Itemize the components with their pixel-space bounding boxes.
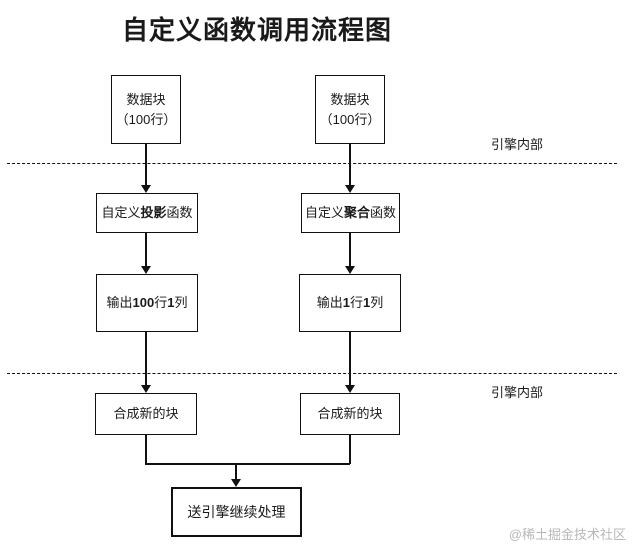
node-output-right: 输出1行1列	[299, 274, 401, 332]
merge-connector-right	[349, 435, 351, 464]
node-merge-block-right: 合成新的块	[300, 393, 400, 435]
node-label: 送引擎继续处理	[187, 504, 286, 520]
node-final-processing: 送引擎继续处理	[171, 487, 302, 537]
engine-boundary-divider-top	[7, 163, 617, 164]
connector-right-2	[349, 233, 351, 268]
merge-connector-horizontal	[145, 463, 350, 465]
arrowhead-down-icon	[345, 385, 355, 393]
arrowhead-down-icon	[141, 185, 151, 193]
node-label: 自定义聚合函数	[304, 205, 397, 220]
node-projection-function: 自定义投影函数	[96, 193, 198, 233]
connector-right-1	[349, 144, 351, 187]
node-label: 合成新的块	[113, 406, 179, 421]
node-label-line2: （100行）	[115, 111, 177, 127]
watermark: @稀土掘金技术社区	[508, 527, 626, 542]
node-label: 输出1行1列	[316, 295, 384, 310]
connector-right-3	[349, 332, 351, 387]
zone-label-engine-internal-bottom: 引擎内部	[491, 385, 544, 400]
page-title: 自定义函数调用流程图	[122, 15, 393, 45]
connector-left-1	[145, 144, 147, 187]
node-data-block-left: 数据块 （100行）	[111, 75, 181, 144]
arrowhead-down-icon	[345, 185, 355, 193]
node-label: 自定义投影函数	[101, 205, 193, 220]
node-data-block-right: 数据块 （100行）	[315, 75, 385, 144]
node-output-left: 输出100行1列	[96, 274, 198, 332]
connector-left-2	[145, 233, 147, 268]
node-aggregation-function: 自定义聚合函数	[301, 193, 400, 233]
node-merge-block-left: 合成新的块	[95, 393, 197, 435]
node-label-line1: 数据块	[126, 91, 166, 107]
connector-left-3	[145, 332, 147, 387]
merge-connector-drop	[235, 463, 237, 481]
arrowhead-down-icon	[231, 479, 241, 487]
merge-connector-left	[145, 435, 147, 464]
arrowhead-down-icon	[345, 266, 355, 274]
engine-boundary-divider-bottom	[7, 373, 617, 374]
node-label: 合成新的块	[317, 406, 383, 421]
arrowhead-down-icon	[141, 385, 151, 393]
node-label: 输出100行1列	[106, 295, 188, 310]
arrowhead-down-icon	[141, 266, 151, 274]
node-label-line1: 数据块	[330, 91, 370, 107]
zone-label-engine-internal-top: 引擎内部	[491, 137, 544, 152]
node-label-line2: （100行）	[319, 111, 381, 127]
